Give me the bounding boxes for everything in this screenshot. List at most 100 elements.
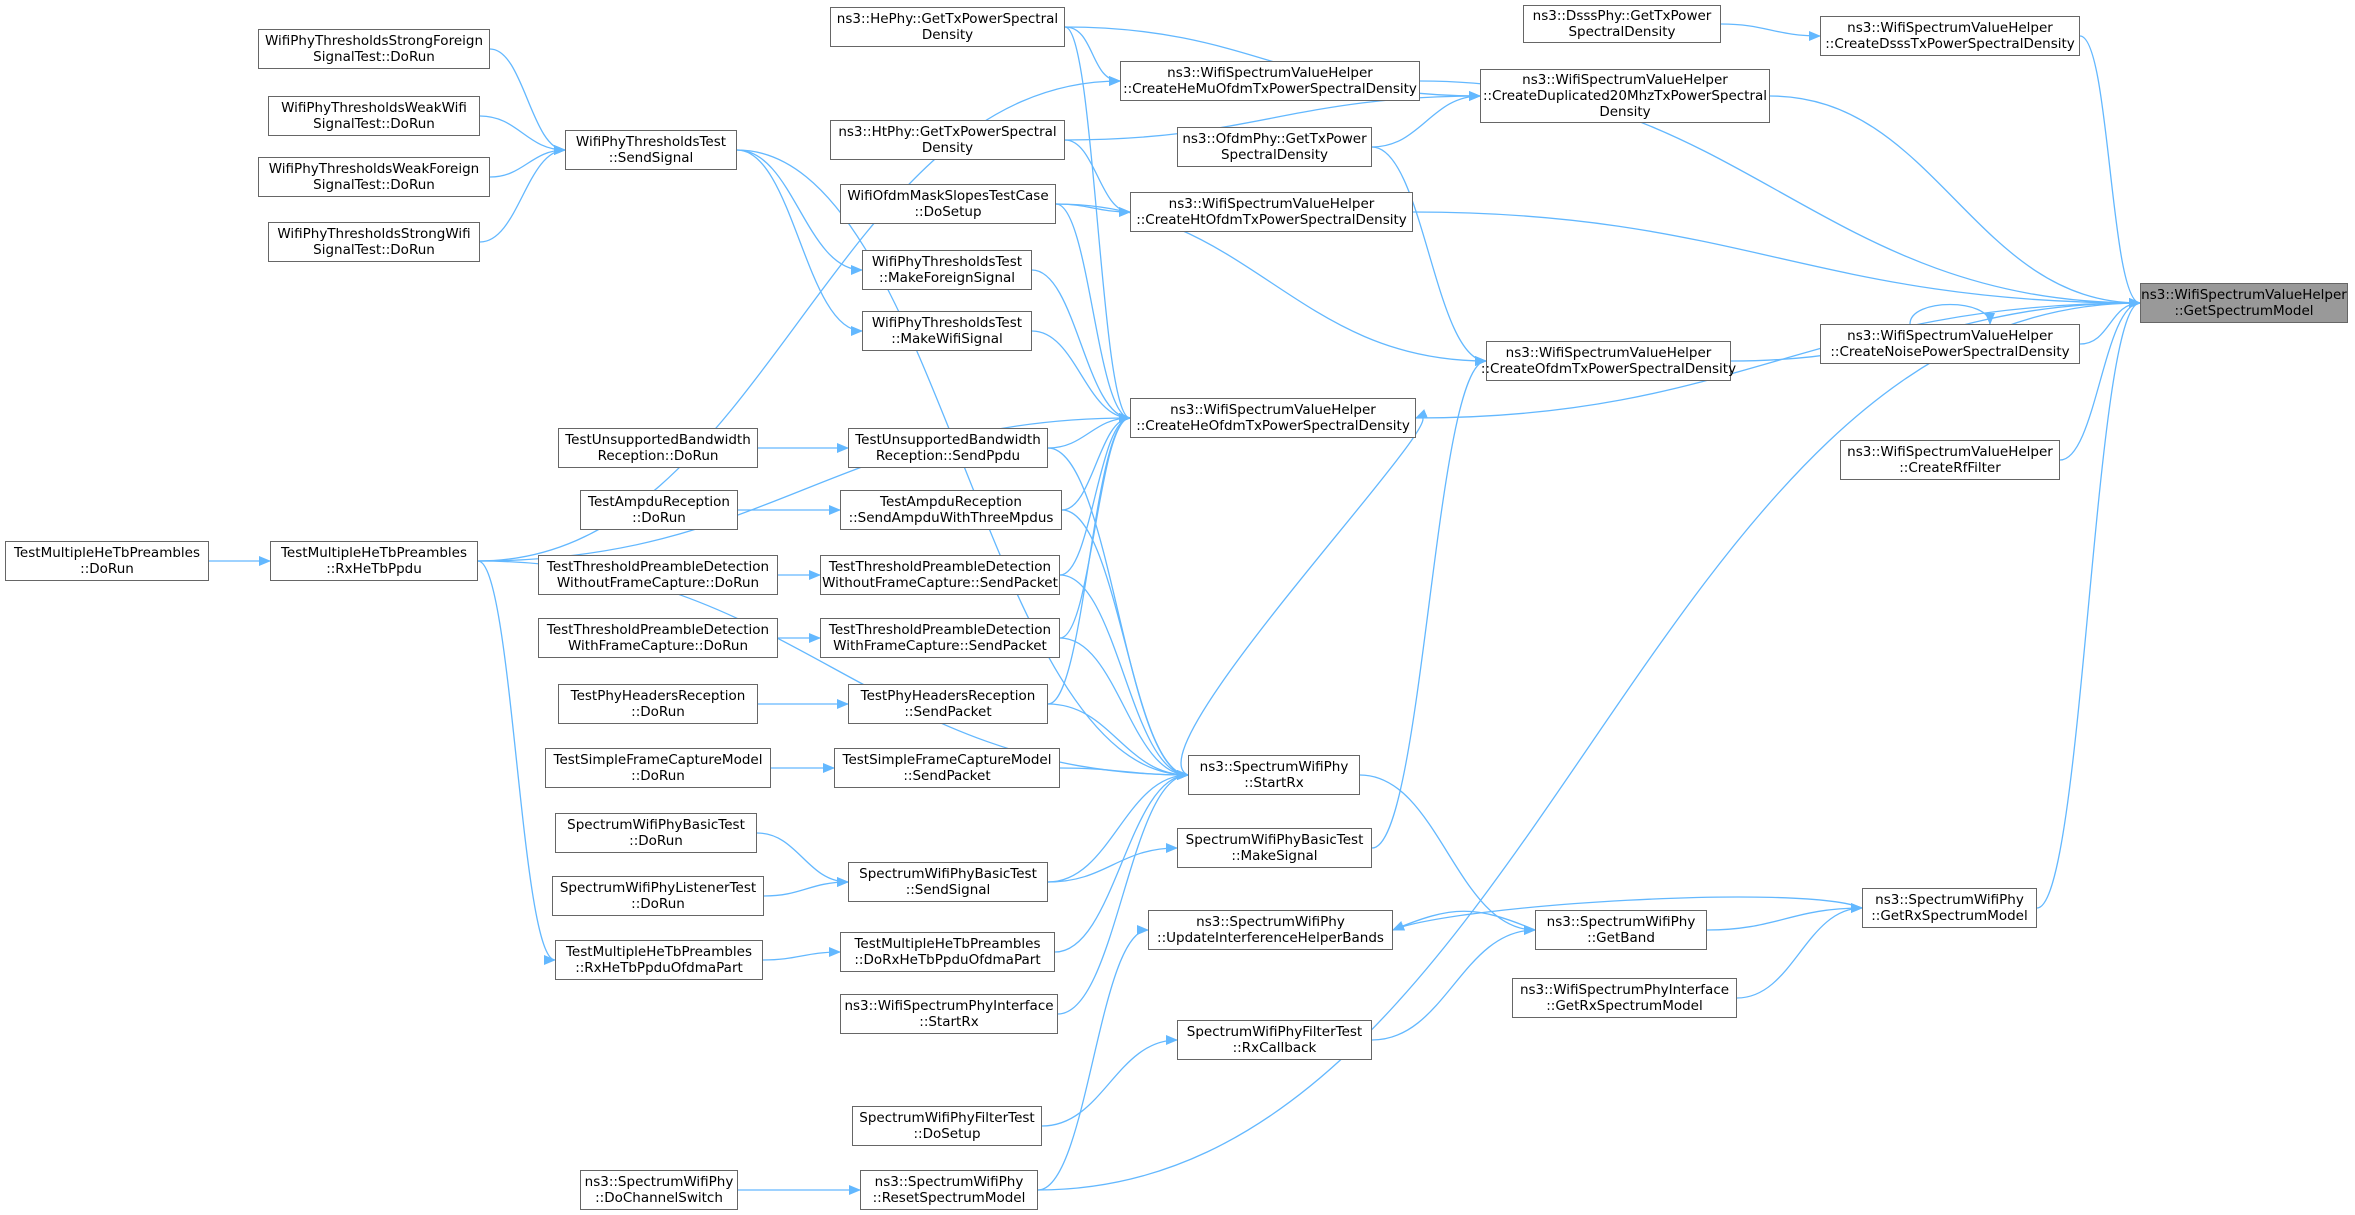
node-label-line: WithFrameCapture::DoRun [567, 638, 749, 654]
graph-node-iface-getrx[interactable]: ns3::WifiSpectrumPhyInterface::GetRxSpec… [1512, 978, 1737, 1018]
graph-node-multi-dorxofdma[interactable]: TestMultipleHeTbPreambles::DoRxHeTbPpduO… [840, 932, 1055, 972]
edge-startrx-to-getband [1359, 774, 1536, 935]
node-label-line: TestMultipleHeTbPreambles [13, 545, 201, 561]
node-label-line: TestThresholdPreambleDetection [828, 559, 1052, 575]
edge-ampdu-send-to-createheofdm [1061, 413, 1131, 511]
graph-node-multi-dorun[interactable]: TestMultipleHeTbPreambles::DoRun [5, 541, 209, 581]
node-label-line: ns3::WifiSpectrumValueHelper [1505, 345, 1712, 361]
graph-node-multi-rxhetb[interactable]: TestMultipleHeTbPreambles::RxHeTbPpdu [270, 541, 478, 581]
graph-node-resetspectrum[interactable]: ns3::SpectrumWifiPhy::ResetSpectrumModel [860, 1170, 1038, 1210]
graph-node-createofdm[interactable]: ns3::WifiSpectrumValueHelper::CreateOfdm… [1481, 341, 1736, 381]
edge-headers-send-to-createheofdm [1047, 413, 1131, 705]
graph-node-startrx[interactable]: ns3::SpectrumWifiPhy::StartRx [1188, 755, 1360, 795]
node-label-line: TestPhyHeadersReception [570, 688, 746, 704]
node-label-line: ns3::HePhy::GetTxPowerSpectral [836, 11, 1059, 27]
graph-node-ampdu-send[interactable]: TestAmpduReception::SendAmpduWithThreeMp… [840, 490, 1062, 530]
node-label-line: TestAmpduReception [880, 494, 1022, 510]
graph-node-filter-rxcallback[interactable]: SpectrumWifiPhyFilterTest::RxCallback [1177, 1020, 1372, 1060]
graph-node-sendsignal[interactable]: WifiPhyThresholdsTest::SendSignal [565, 130, 737, 170]
graph-node-simplefc-dorun[interactable]: TestSimpleFrameCaptureModel::DoRun [545, 748, 771, 788]
graph-node-basictest-makesignal[interactable]: SpectrumWifiPhyBasicTest::MakeSignal [1177, 828, 1372, 868]
node-label-line: ::CreateOfdmTxPowerSpectralDensity [1480, 361, 1737, 377]
node-label-line: ::MakeWifiSignal [891, 331, 1003, 347]
graph-node-createheofdm[interactable]: ns3::WifiSpectrumValueHelper::CreateHeOf… [1130, 398, 1416, 438]
graph-node-iface-startrx[interactable]: ns3::WifiSpectrumPhyInterface::StartRx [840, 994, 1058, 1034]
node-label-line: ::StartRx [1244, 775, 1304, 791]
node-label-line: ::SendSignal [905, 882, 991, 898]
node-label-line: ::CreateDsssTxPowerSpectralDensity [1825, 36, 2075, 52]
node-label-line: ::SendAmpduWithThreeMpdus [848, 510, 1054, 526]
graph-node-createhtofdm[interactable]: ns3::WifiSpectrumValueHelper::CreateHtOf… [1130, 192, 1413, 232]
node-label-line: SpectralDensity [1220, 147, 1329, 163]
graph-node-createdssstx[interactable]: ns3::WifiSpectrumValueHelper::CreateDsss… [1820, 16, 2080, 56]
graph-node-getband[interactable]: ns3::SpectrumWifiPhy::GetBand [1535, 910, 1707, 950]
graph-node-channelswitch[interactable]: ns3::SpectrumWifiPhy::DoChannelSwitch [580, 1170, 738, 1210]
node-label-line: ns3::SpectrumWifiPhy [874, 1174, 1024, 1190]
node-label-line: ns3::WifiSpectrumValueHelper [1847, 444, 2053, 460]
node-label-line: SpectrumWifiPhyFilterTest [859, 1110, 1035, 1126]
graph-node-createduplicated[interactable]: ns3::WifiSpectrumValueHelper::CreateDupl… [1480, 69, 1770, 123]
graph-node-multi-rxofdma[interactable]: TestMultipleHeTbPreambles::RxHeTbPpduOfd… [555, 940, 763, 980]
edge-basictest-sendsignal-to-basictest-makesignal [1047, 843, 1178, 883]
graph-node-updateinterference[interactable]: ns3::SpectrumWifiPhy::UpdateInterference… [1148, 910, 1393, 950]
node-label-line: ::GetRxSpectrumModel [1871, 908, 2028, 924]
node-label-line: ::SendSignal [608, 150, 694, 166]
graph-node-listener-dorun[interactable]: SpectrumWifiPhyListenerTest::DoRun [552, 876, 764, 916]
edge-createduplicated-to-getspectrummodel [1769, 95, 2141, 308]
edge-weakforeign-to-sendsignal [489, 145, 566, 178]
node-label-line: ::DoChannelSwitch [595, 1190, 723, 1206]
edge-simplefc-send-to-startrx [1059, 767, 1189, 780]
graph-node-headers-send[interactable]: TestPhyHeadersReception::SendPacket [848, 684, 1048, 724]
graph-node-createhemuofdm[interactable]: ns3::WifiSpectrumValueHelper::CreateHeMu… [1120, 61, 1420, 101]
graph-node-headers-dorun[interactable]: TestPhyHeadersReception::DoRun [558, 684, 758, 724]
node-label-line: ::GetBand [1587, 930, 1655, 946]
node-label-line: ns3::WifiSpectrumValueHelper [1168, 196, 1375, 212]
graph-node-maskslopes[interactable]: WifiOfdmMaskSlopesTestCase::DoSetup [840, 184, 1056, 224]
graph-node-getrxspectrum[interactable]: ns3::SpectrumWifiPhy::GetRxSpectrumModel [1862, 888, 2037, 928]
node-label-line: WifiOfdmMaskSlopesTestCase [847, 188, 1049, 204]
edge-sendsignal-to-makewifi [736, 149, 863, 336]
graph-node-createrf[interactable]: ns3::WifiSpectrumValueHelper::CreateRfFi… [1840, 440, 2060, 480]
edge-wfc-send-to-createheofdm [1059, 413, 1131, 639]
edge-weakwifi-to-sendsignal [479, 115, 566, 155]
graph-node-simplefc-send[interactable]: TestSimpleFrameCaptureModel::SendPacket [834, 748, 1060, 788]
graph-node-basictest-sendsignal[interactable]: SpectrumWifiPhyBasicTest::SendSignal [848, 862, 1048, 902]
node-label-line: TestSimpleFrameCaptureModel [842, 752, 1052, 768]
graph-node-getspectrummodel[interactable]: ns3::WifiSpectrumValueHelper::GetSpectru… [2140, 283, 2348, 323]
node-label-line: Density [1599, 104, 1651, 120]
edge-unsupported-send-to-startrx [1047, 447, 1189, 780]
node-label-line: Reception::SendPpdu [875, 448, 1021, 464]
node-label-line: TestAmpduReception [588, 494, 730, 510]
node-label-line: ::RxHeTbPpdu [326, 561, 422, 577]
node-label-line: ::DoRun [631, 896, 685, 912]
graph-node-makewifi[interactable]: WifiPhyThresholdsTest::MakeWifiSignal [862, 311, 1032, 351]
graph-node-makeforeign[interactable]: WifiPhyThresholdsTest::MakeForeignSignal [862, 250, 1032, 290]
node-label-line: ::DoRun [80, 561, 134, 577]
graph-node-filter-dosetup[interactable]: SpectrumWifiPhyFilterTest::DoSetup [852, 1106, 1042, 1146]
graph-node-ampdu-dorun[interactable]: TestAmpduReception::DoRun [580, 490, 738, 530]
node-label-line: ns3::HtPhy::GetTxPowerSpectral [838, 124, 1057, 140]
node-label-line: ns3::SpectrumWifiPhy [1196, 914, 1345, 930]
node-label-line: SignalTest::DoRun [313, 116, 435, 132]
node-label-line: SpectrumWifiPhyFilterTest [1186, 1024, 1363, 1040]
edge-strongwifi-to-sendsignal [479, 145, 566, 243]
graph-node-createnoise[interactable]: ns3::WifiSpectrumValueHelper::CreateNois… [1820, 324, 2080, 364]
graph-node-basictest-dorun[interactable]: SpectrumWifiPhyBasicTest::DoRun [555, 813, 757, 853]
edge-ampdu-send-to-startrx [1061, 509, 1189, 780]
edge-unsupported-send-to-createheofdm [1047, 413, 1131, 449]
node-label-line: ns3::WifiSpectrumPhyInterface [844, 998, 1054, 1014]
